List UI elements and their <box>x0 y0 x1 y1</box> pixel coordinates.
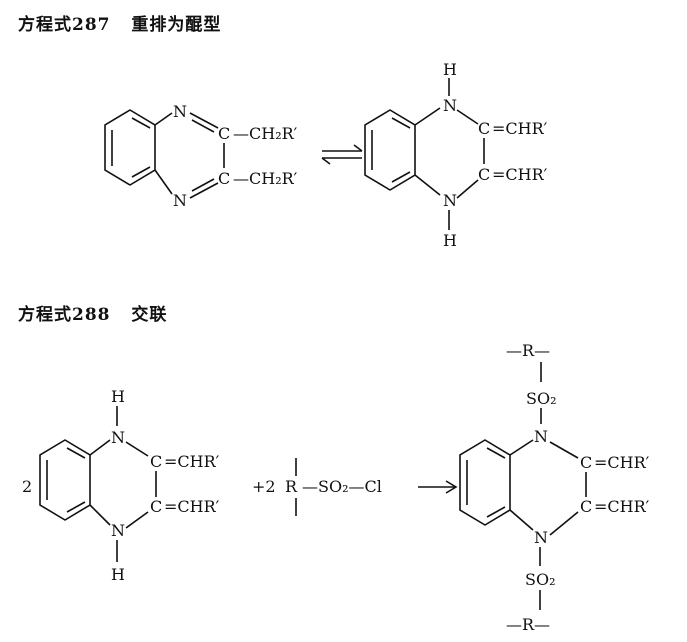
dihydroquinoxaline-structure: H N N H C C =CHR′ =CHR′ <box>364 60 548 250</box>
r-bridge: —R— <box>506 615 550 634</box>
sulfonyl-chloride-reagent: +2 R —SO₂—Cl <box>252 458 458 516</box>
atom-h: H <box>111 565 125 584</box>
equation-288-heading: 方程式288 交联 <box>18 300 181 325</box>
equation-287-heading: 方程式287 重排为醌型 <box>18 10 235 35</box>
dihydroquinoxaline-reactant: 2 H N N H C C =CHR′ =CHR′ <box>22 387 220 584</box>
crosslinked-product: —R— SO₂ N N C C =CHR′ =CHR′ SO₂ —R— <box>459 341 650 634</box>
atom-c: C <box>478 119 490 138</box>
substituent-chr: =CHR′ <box>594 453 650 472</box>
sulfonyl-chloride: —SO₂—Cl <box>302 477 382 496</box>
quinoxaline-structure: N N C C —CH₂R′ —CH₂R′ <box>104 102 298 210</box>
substituent-chr: =CHR′ <box>164 452 220 471</box>
equation-number: 方程式287 <box>18 15 111 35</box>
atom-c: C <box>218 124 230 143</box>
sulfonyl-group: SO₂ <box>526 389 557 408</box>
atom-n: N <box>173 102 187 121</box>
atom-c: C <box>580 453 592 472</box>
atom-r: R <box>285 477 298 496</box>
atom-c: C <box>150 452 162 471</box>
atom-n: N <box>443 191 457 210</box>
atom-n: N <box>534 427 548 446</box>
substituent-chr: =CHR′ <box>492 165 548 184</box>
sulfonyl-group: SO₂ <box>525 570 556 589</box>
substituent-ch2r: —CH₂R′ <box>233 124 298 143</box>
substituent-chr: =CHR′ <box>594 497 650 516</box>
atom-c: C <box>478 165 490 184</box>
atom-c: C <box>150 497 162 516</box>
atom-c: C <box>218 169 230 188</box>
atom-h: H <box>111 387 125 406</box>
atom-n: N <box>173 191 187 210</box>
atom-n: N <box>443 96 457 115</box>
atom-c: C <box>580 497 592 516</box>
atom-n: N <box>111 521 125 540</box>
coefficient: 2 <box>22 477 32 496</box>
atom-n: N <box>111 428 125 447</box>
substituent-chr: =CHR′ <box>164 497 220 516</box>
atom-n: N <box>534 528 548 547</box>
coefficient: +2 <box>252 477 276 496</box>
r-bridge: —R— <box>506 341 550 360</box>
equation-title: 交联 <box>131 305 168 325</box>
substituent-ch2r: —CH₂R′ <box>233 169 298 188</box>
substituent-chr: =CHR′ <box>492 119 548 138</box>
equilibrium-arrow <box>321 144 363 165</box>
equation-title: 重排为醌型 <box>131 15 222 35</box>
equation-number: 方程式288 <box>18 305 111 325</box>
atom-h: H <box>443 60 457 79</box>
atom-h: H <box>443 231 457 250</box>
